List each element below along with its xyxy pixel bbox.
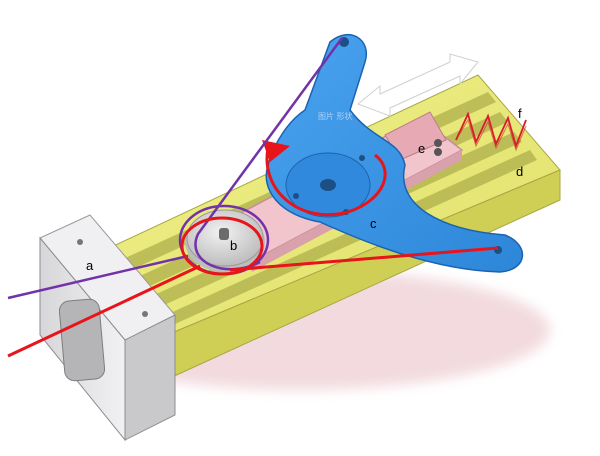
label-a: a [86, 258, 94, 273]
label-d: d [516, 164, 523, 179]
label-f: f [518, 106, 522, 121]
spring-f [455, 111, 527, 152]
red-cable-path [7, 216, 499, 358]
label-b: b [230, 238, 237, 253]
double-arrow-icon [357, 53, 479, 117]
rotation-arrow-icon [262, 140, 387, 217]
bracket-a [39, 214, 176, 442]
label-c: c [370, 216, 377, 231]
rocker-arm-c [265, 33, 524, 273]
label-e: e [418, 141, 425, 156]
watermark-text: 图片 形状 [318, 111, 353, 121]
